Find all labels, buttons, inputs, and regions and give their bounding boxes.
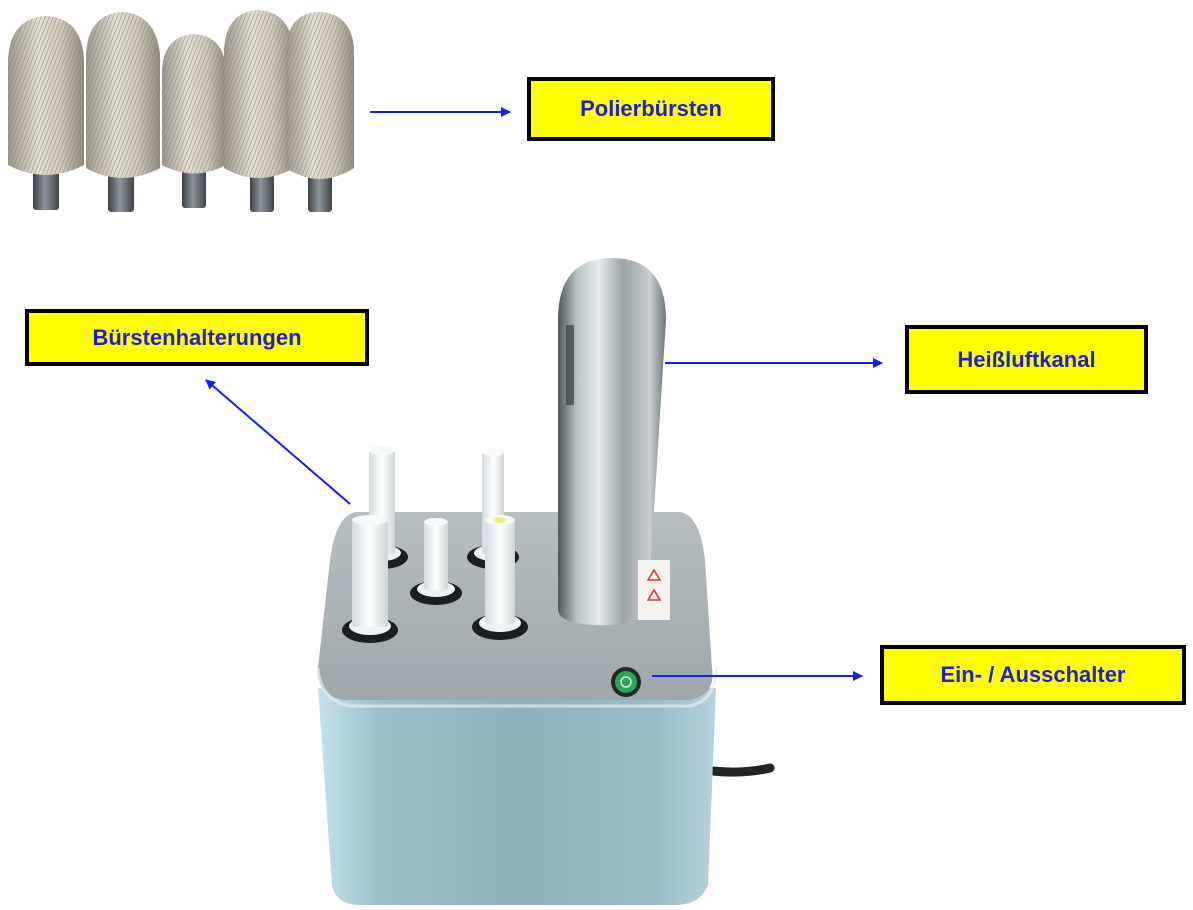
label-brushes: Polierbürsten bbox=[527, 77, 775, 141]
label-air-channel: Heißluftkanal bbox=[905, 325, 1148, 394]
warning-sticker bbox=[638, 560, 670, 620]
power-cable bbox=[705, 768, 770, 772]
brush-head bbox=[162, 34, 226, 174]
label-brushes-text: Polierbürsten bbox=[580, 96, 722, 122]
label-air-channel-text: Heißluftkanal bbox=[957, 347, 1095, 373]
arrow-holders bbox=[206, 380, 350, 504]
glass-polisher-machine-icon bbox=[318, 258, 770, 905]
label-holders-text: Bürstenhalterungen bbox=[92, 325, 301, 351]
machine-front bbox=[318, 688, 716, 905]
label-switch-text: Ein- / Ausschalter bbox=[940, 662, 1125, 688]
brush-head bbox=[224, 10, 294, 178]
brush-head bbox=[8, 16, 84, 175]
power-switch-icon[interactable] bbox=[611, 667, 641, 697]
polishing-brushes-icon bbox=[8, 10, 354, 212]
label-switch: Ein- / Ausschalter bbox=[880, 645, 1186, 705]
label-holders: Bürstenhalterungen bbox=[25, 309, 369, 366]
brush-head bbox=[286, 12, 354, 179]
brush-head bbox=[86, 12, 160, 178]
